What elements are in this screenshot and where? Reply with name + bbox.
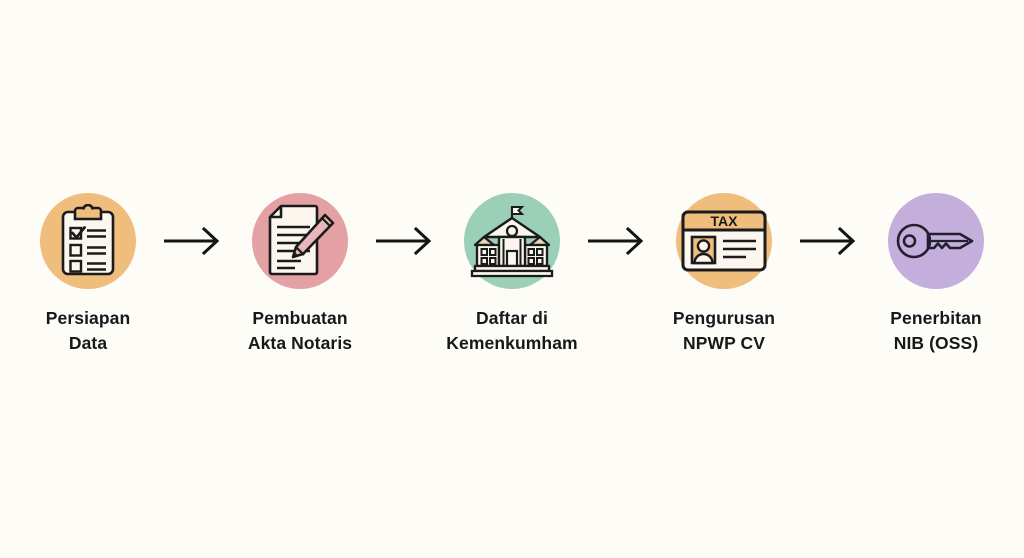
- right-arrow-icon: [588, 226, 644, 256]
- step-label: Penerbitan NIB (OSS): [890, 308, 982, 354]
- step-label: Daftar di Kemenkumham: [446, 308, 578, 354]
- right-arrow-icon: [800, 226, 856, 256]
- clipboard-checklist-icon: [61, 204, 115, 276]
- step-icon-circle: [464, 193, 560, 289]
- flow-step-pembuatan-akta-notaris[interactable]: Pembuatan Akta Notaris: [215, 193, 385, 357]
- right-arrow-icon: [376, 226, 432, 256]
- flow-step-penerbitan-nib[interactable]: Penerbitan NIB (OSS): [851, 193, 1021, 357]
- flow-arrow-3: [581, 193, 655, 289]
- flow-step-pengurusan-npwp[interactable]: TAX Pengurusan NPWP CV: [639, 193, 809, 357]
- flow-step-daftar-kemenkumham[interactable]: Daftar di Kemenkumham: [427, 193, 597, 357]
- step-icon-circle: [888, 193, 984, 289]
- flow-arrow-1: [157, 193, 231, 289]
- government-building-icon: [470, 206, 554, 278]
- document-pen-signature-icon: [268, 204, 335, 276]
- step-label: Pengurusan NPWP CV: [672, 308, 776, 354]
- flow-arrow-2: [369, 193, 443, 289]
- tax-card-title: TAX: [711, 213, 739, 229]
- key-icon: [896, 223, 974, 259]
- step-label: Persiapan Data: [45, 308, 131, 354]
- flow-step-persiapan-data[interactable]: Persiapan Data: [3, 193, 173, 357]
- flow-arrow-4: [793, 193, 867, 289]
- step-icon-circle: TAX: [676, 193, 772, 289]
- step-icon-circle: [40, 193, 136, 289]
- step-icon-circle: [252, 193, 348, 289]
- right-arrow-icon: [164, 226, 220, 256]
- step-label: Pembuatan Akta Notaris: [247, 308, 353, 354]
- tax-id-card-icon: TAX: [681, 210, 767, 272]
